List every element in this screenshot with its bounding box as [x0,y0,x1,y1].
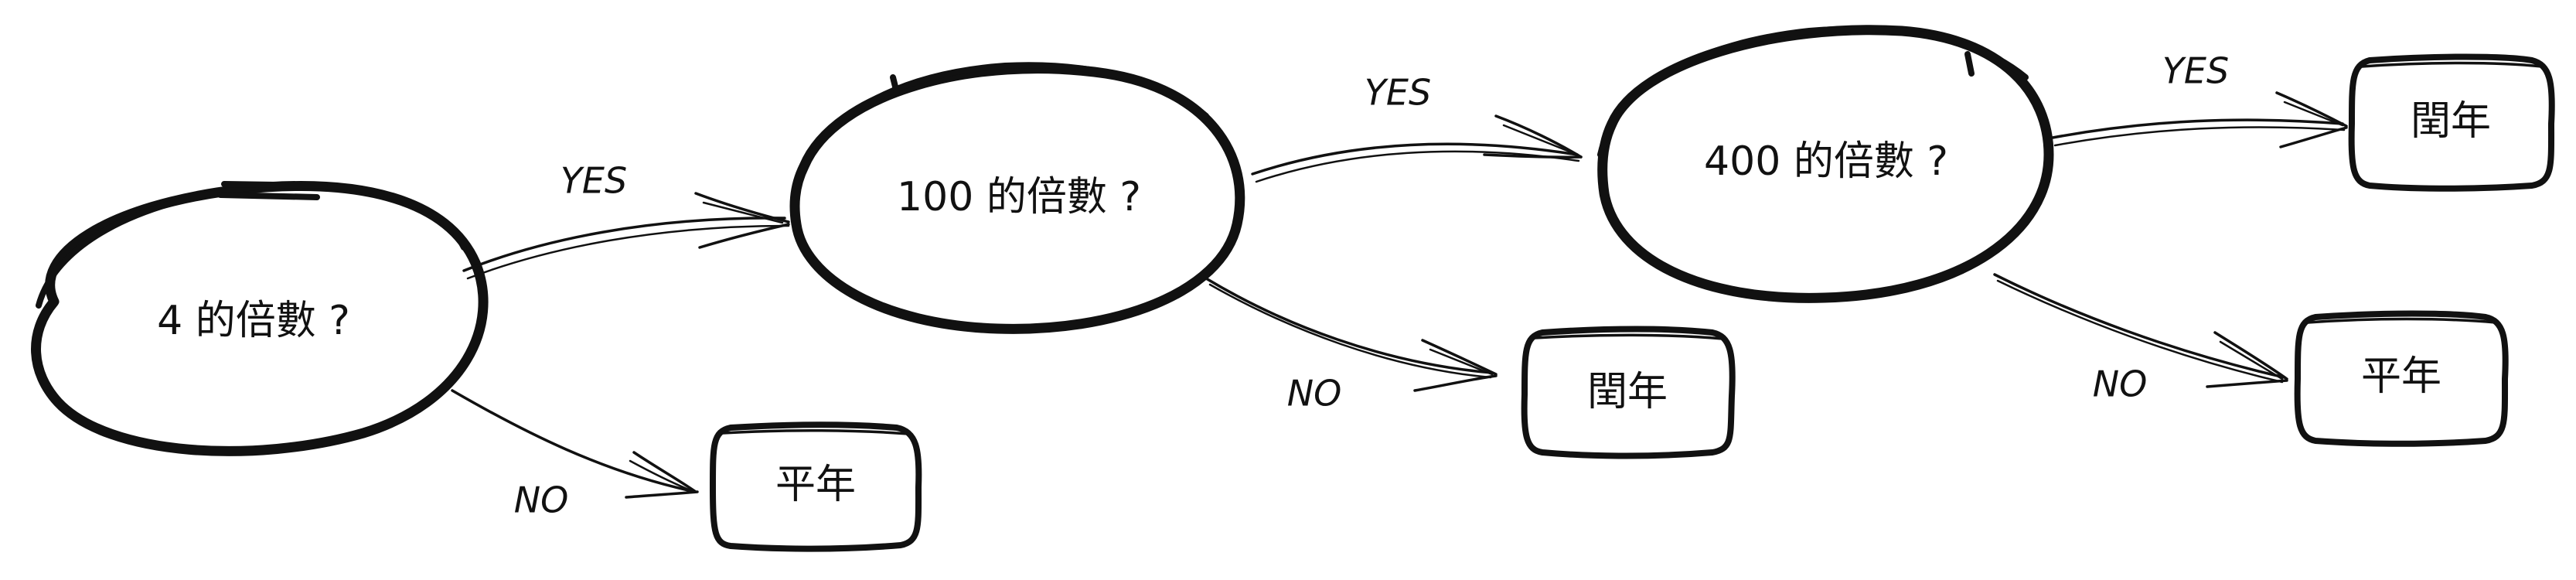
edge-yes-to-400: YES [1251,72,1583,183]
node-label: 100 的倍數 ? [897,174,1141,220]
edge-label: NO [2093,363,2148,405]
edge-no-to-common-year-2: NO [1993,273,2288,405]
node-label: 4 的倍數 ? [157,298,350,344]
edge-label: NO [1287,373,1342,415]
edge-no-to-common-year: NO [451,389,699,521]
result-common-year-1: 平年 [710,421,922,552]
edge-label: YES [2162,50,2229,92]
node-multiple-of-100: 100 的倍數 ? [789,62,1245,334]
edge-no-to-leap-year: NO [1205,277,1498,415]
result-common-year-2: 平年 [2294,310,2509,447]
edge-label: NO [514,479,569,521]
node-multiple-of-4: 4 的倍數 ? [31,181,489,456]
result-label: 平年 [2361,353,2441,400]
result-label: 閏年 [2411,98,2491,145]
edge-yes-to-100: YES [462,160,790,280]
result-leap-year-1: 閏年 [1521,326,1736,459]
edge-label: YES [561,160,627,202]
edge-label: YES [1365,72,1431,114]
edge-yes-to-leap-year: YES [2051,50,2348,148]
result-label: 平年 [775,462,856,508]
node-multiple-of-400: 400 的倍數 ? [1597,25,2054,303]
node-label: 400 的倍數 ? [1704,138,1948,185]
result-label: 閏年 [1587,369,1668,415]
result-leap-year-2: 閏年 [2348,53,2555,192]
